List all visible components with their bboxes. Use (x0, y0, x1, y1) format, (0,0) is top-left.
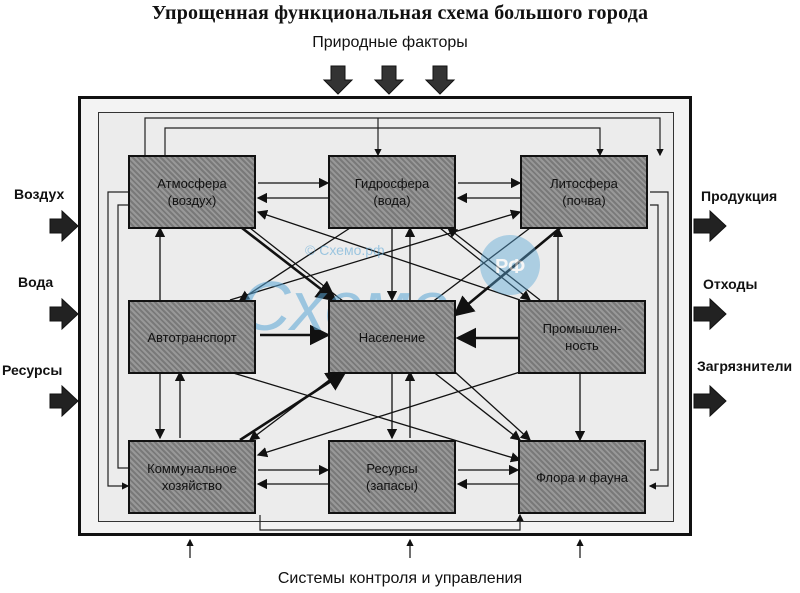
input-arrow-air (49, 209, 79, 243)
input-label-air: Воздух (14, 186, 65, 202)
output-arrow-waste (693, 297, 727, 331)
node-flora-fauna: Флора и фауна (518, 440, 646, 514)
node-population: Население (328, 300, 456, 374)
perimeter-left-1 (107, 191, 130, 490)
arrow-atm-pop (241, 226, 338, 302)
natural-factor-arrow-1 (322, 65, 354, 95)
input-arrow-resources (49, 384, 79, 418)
node-atmosphere-label: Атмосфера (воздух) (157, 176, 227, 208)
arrow-ind-hydro (446, 227, 541, 301)
node-resources: Ресурсы (запасы) (328, 440, 456, 514)
natural-factor-arrows (322, 65, 456, 95)
output-arrows (693, 209, 727, 418)
node-utilities-label: Коммунальное хозяйство (147, 461, 237, 493)
node-lithosphere: Литосфера (почва) (520, 155, 648, 229)
node-resources-label: Ресурсы (запасы) (366, 461, 418, 493)
arrow-litho-pop (452, 226, 561, 317)
perimeter-bottom-1 (259, 513, 524, 531)
output-label-products: Продукция (701, 188, 778, 204)
natural-factor-arrow-3 (424, 65, 456, 95)
node-transport: Автотранспорт (128, 300, 256, 374)
node-industry: Промышлен- ность (518, 300, 646, 374)
arrow-hydro-trans (238, 227, 351, 301)
node-arrows (154, 177, 586, 490)
input-arrow-water (49, 297, 79, 331)
node-population-label: Население (358, 329, 426, 345)
arrow-ind-atm (256, 209, 521, 301)
arrow-trans-litho (229, 209, 522, 301)
perimeter-top-1 (144, 117, 664, 157)
perimeter-right-1 (648, 191, 669, 490)
arrow-pop-flora (454, 371, 531, 441)
arrow-trans-flora (229, 371, 522, 463)
control-arrows (186, 538, 584, 558)
natural-factor-arrow-2 (373, 65, 405, 95)
arrow-ind-util (256, 371, 521, 458)
perimeter-right-2 (650, 204, 659, 471)
node-hydrosphere-label: Гидросфера (вода) (354, 176, 430, 208)
node-flora-fauna-label: Флора и фауна (535, 469, 629, 485)
perimeter-left-2 (117, 204, 128, 469)
node-industry-label: Промышлен- ность (542, 321, 622, 353)
node-lithosphere-label: Литосфера (почва) (550, 176, 618, 208)
arrow-hydro-ind (439, 227, 532, 301)
control-systems-label: Системы контроля и управления (277, 570, 523, 587)
input-label-resources: Ресурсы (2, 362, 63, 378)
diagram-title: Упрощенная функциональная схема большого… (151, 2, 649, 24)
output-arrow-pollutants (693, 384, 727, 418)
input-label-water: Вода (18, 274, 54, 290)
node-transport-label: Автотранспорт (147, 329, 237, 345)
output-label-waste: Отходы (703, 276, 758, 292)
output-label-pollutants: Загрязнители (697, 358, 793, 374)
perimeter-top-2 (164, 127, 604, 157)
arrow-util-pop (239, 370, 348, 442)
node-utilities: Коммунальное хозяйство (128, 440, 256, 514)
natural-factors-label: Природные факторы (312, 34, 468, 51)
node-hydrosphere: Гидросфера (вода) (328, 155, 456, 229)
input-arrows (49, 209, 79, 418)
output-arrow-products (693, 209, 727, 243)
node-atmosphere: Атмосфера (воздух) (128, 155, 256, 229)
perimeter-lines (107, 117, 669, 531)
